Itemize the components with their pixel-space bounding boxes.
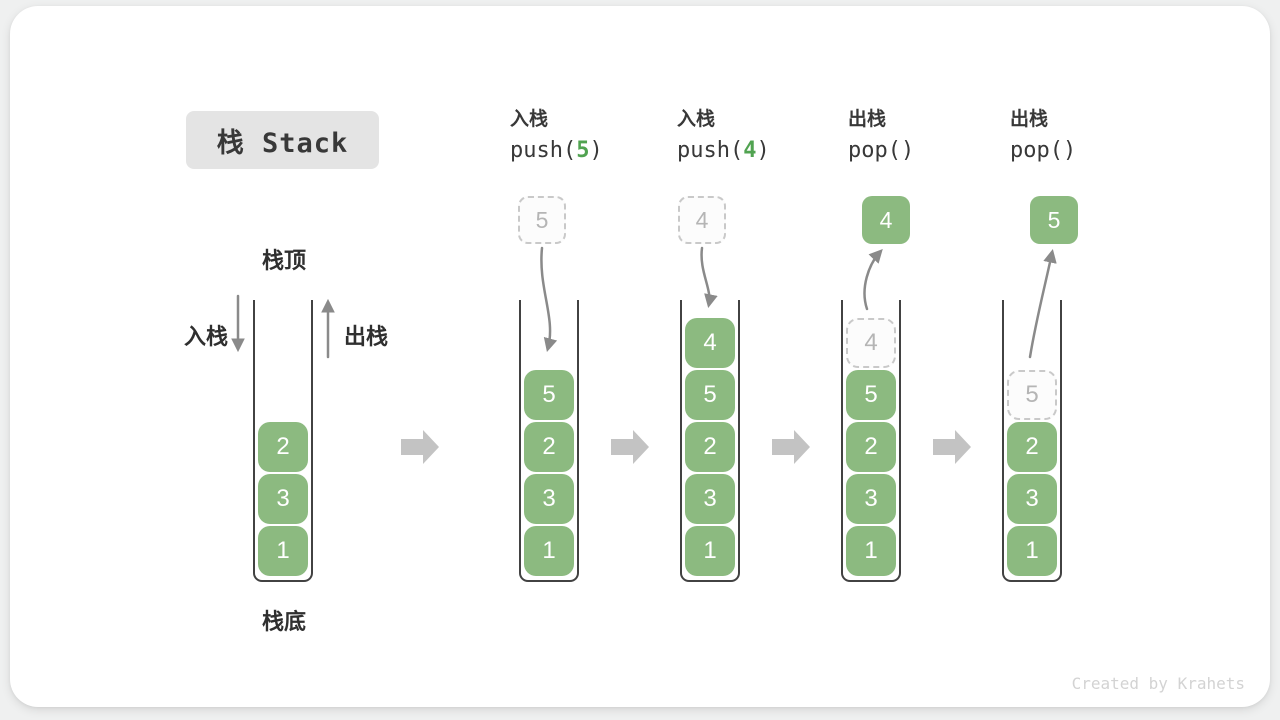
stack-cell-solid: 1 bbox=[1007, 526, 1057, 576]
stack-cell-ghost: 4 bbox=[846, 318, 896, 368]
stack-cell-solid: 1 bbox=[685, 526, 735, 576]
op-code: pop() bbox=[848, 135, 914, 167]
page-title: 栈 Stack bbox=[216, 127, 349, 159]
stack-cell-solid: 4 bbox=[685, 318, 735, 368]
code-arg: 5 bbox=[576, 138, 590, 163]
stack-cell-solid: 1 bbox=[846, 526, 896, 576]
stack-cell-solid: 3 bbox=[524, 474, 574, 524]
code-arg: 4 bbox=[743, 138, 757, 163]
stack-cell-solid: 3 bbox=[1007, 474, 1057, 524]
stack-cell-solid: 5 bbox=[685, 370, 735, 420]
stack-cell-solid: 5 bbox=[524, 370, 574, 420]
op-label: 出栈 bbox=[1010, 109, 1049, 130]
stack-cell-solid: 5 bbox=[846, 370, 896, 420]
stack-cell-solid: 3 bbox=[685, 474, 735, 524]
stack-bottom-label: 栈底 bbox=[261, 609, 306, 634]
code-close: ) bbox=[589, 138, 603, 163]
op-label: 出栈 bbox=[848, 109, 887, 130]
stack-cell-solid: 1 bbox=[258, 526, 308, 576]
op-header-pop-2: 出栈 pop() bbox=[1010, 106, 1076, 167]
op-label: 入栈 bbox=[510, 109, 549, 130]
incoming-value-box-5: 5 bbox=[518, 196, 566, 244]
code-close: ) bbox=[900, 138, 915, 163]
stack-cell-solid: 2 bbox=[524, 422, 574, 472]
stack-cell-solid: 2 bbox=[1007, 422, 1057, 472]
stack-cell-solid: 2 bbox=[258, 422, 308, 472]
code-fn: pop( bbox=[1010, 138, 1063, 163]
stack-cell-solid: 2 bbox=[846, 422, 896, 472]
code-fn: push( bbox=[677, 138, 744, 163]
op-label: 入栈 bbox=[677, 109, 716, 130]
op-header-push-4: 入栈 push(4) bbox=[677, 106, 770, 167]
stack-cell-ghost: 5 bbox=[1007, 370, 1057, 420]
pop-direction-label: 出栈 bbox=[344, 324, 389, 349]
code-fn: push( bbox=[510, 138, 577, 163]
stack-cell-solid: 2 bbox=[685, 422, 735, 472]
push-direction-label: 入栈 bbox=[183, 324, 228, 349]
stack-cell-solid: 3 bbox=[846, 474, 896, 524]
op-header-push-5: 入栈 push(5) bbox=[510, 106, 603, 167]
op-code: push(4) bbox=[677, 135, 770, 167]
watermark-credit: Created by Krahets bbox=[1071, 674, 1245, 693]
popped-value-box-4: 4 bbox=[862, 196, 910, 244]
code-close: ) bbox=[756, 138, 770, 163]
incoming-value-box-4: 4 bbox=[678, 196, 726, 244]
title-box: 栈 Stack bbox=[186, 111, 379, 169]
popped-value-box-5: 5 bbox=[1030, 196, 1078, 244]
op-code: pop() bbox=[1010, 135, 1076, 167]
stack-cell-solid: 3 bbox=[258, 474, 308, 524]
code-fn: pop( bbox=[848, 138, 901, 163]
op-header-pop-1: 出栈 pop() bbox=[848, 106, 914, 167]
stack-cell-solid: 1 bbox=[524, 526, 574, 576]
op-code: push(5) bbox=[510, 135, 603, 167]
stack-top-label: 栈顶 bbox=[261, 248, 306, 273]
code-close: ) bbox=[1062, 138, 1077, 163]
